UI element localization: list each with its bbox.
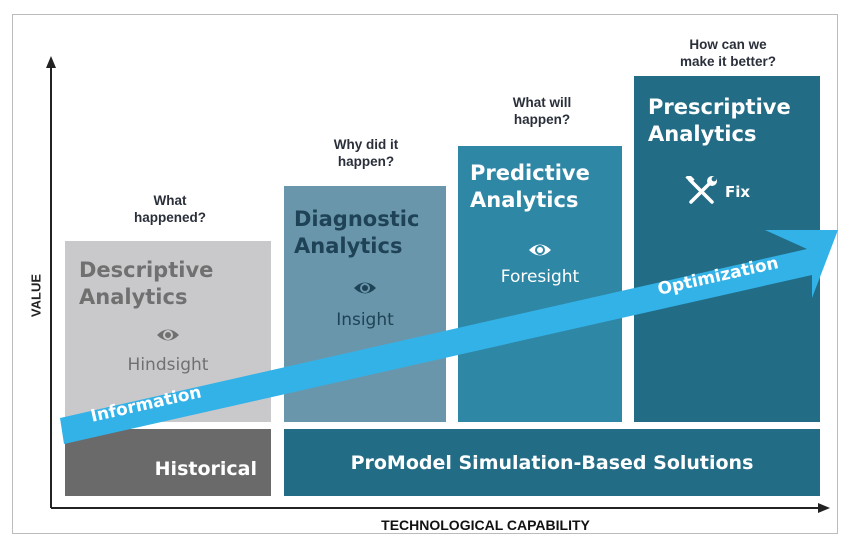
solutions-bar: ProModel Simulation-Based Solutions	[284, 429, 820, 496]
question-how-can-we-make-it-better: How can we make it better?	[679, 37, 777, 69]
wrench-screwdriver-icon	[685, 176, 717, 204]
historical-label: Historical	[154, 457, 257, 480]
diagnostic-title: Diagnostic Analytics	[294, 207, 420, 258]
fix-label: Fix	[725, 183, 751, 201]
question-what-happened: What happened?	[133, 193, 206, 225]
question-what-will-happen: What will happen?	[512, 95, 572, 127]
x-axis-arrowhead	[818, 503, 830, 513]
eye-icon	[157, 329, 179, 341]
prescriptive-title: Prescriptive Analytics	[648, 95, 791, 146]
historical-bar: Historical	[65, 429, 271, 496]
arrow-shape	[60, 230, 838, 444]
block-predictive-analytics: Predictive Analytics Foresight	[458, 146, 622, 422]
predictive-title: Predictive Analytics	[470, 161, 590, 212]
eye-icon	[529, 244, 551, 256]
block-prescriptive-analytics: Prescriptive Analytics Fix	[634, 76, 820, 422]
question-why-did-it-happen: Why did it happen?	[333, 137, 399, 169]
solutions-label: ProModel Simulation-Based Solutions	[350, 451, 754, 474]
x-axis-label: TECHNOLOGICAL CAPABILITY	[381, 517, 590, 533]
diagram-frame	[12, 14, 838, 534]
y-axis-arrowhead	[46, 56, 56, 68]
insight-label: Insight	[336, 310, 394, 330]
foresight-label: Foresight	[500, 267, 580, 287]
hindsight-label: Hindsight	[127, 355, 209, 375]
eye-icon	[354, 282, 376, 294]
descriptive-title: Descriptive Analytics	[79, 258, 214, 309]
